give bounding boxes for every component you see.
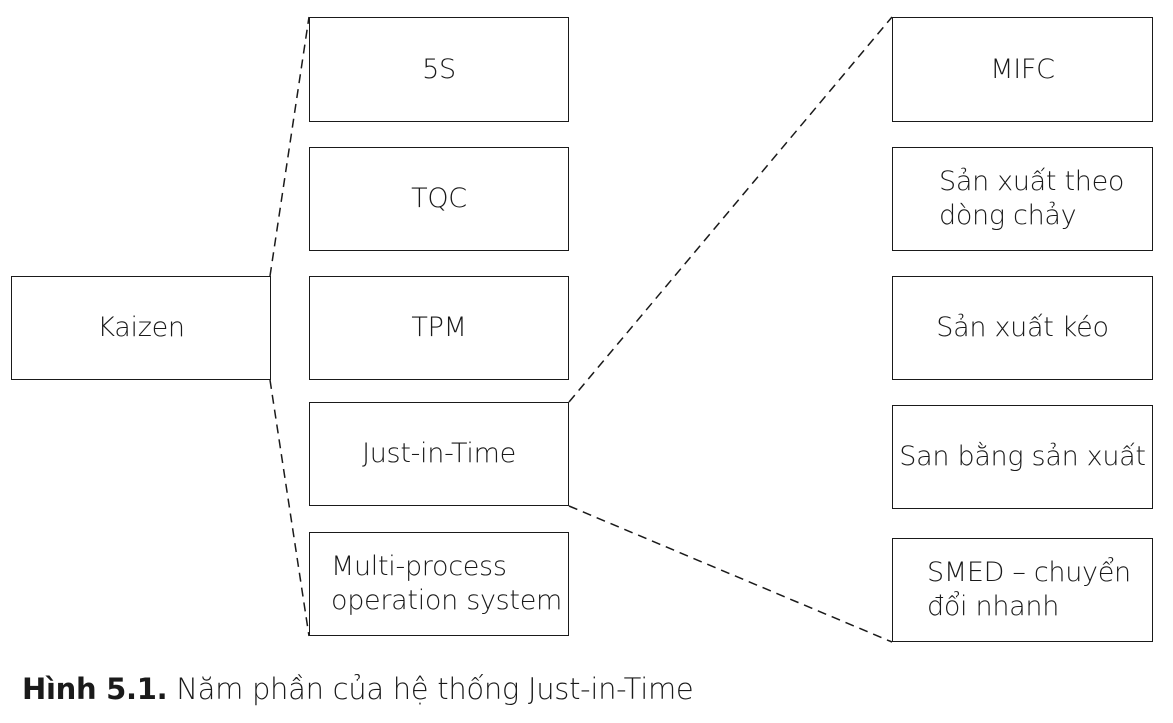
jit-detail-box-mifc: MIFC: [892, 17, 1153, 122]
connector-kaizen-to-bottom: [269, 379, 310, 637]
jit-detail-label-line-1: SMED – chuyển: [927, 557, 1131, 589]
component-box-tpm: TPM: [309, 276, 569, 380]
jit-detail-label-line-2: dòng chảy: [939, 200, 1077, 231]
jit-detail-box-leveling: San bằng sản xuất: [892, 405, 1153, 509]
jit-detail-label-group: SMED – chuyển đổi nhanh: [927, 556, 1131, 624]
connector-jit-to-top: [568, 16, 893, 403]
component-label: TPM: [411, 312, 467, 344]
component-label-group: Multi-process operation system: [331, 550, 562, 618]
jit-detail-label-line-2: đổi nhanh: [927, 591, 1060, 622]
jit-detail-label: San bằng sản xuất: [899, 441, 1146, 473]
component-label-line-1: Multi-process: [331, 551, 507, 583]
jit-detail-label-group: Sản xuất theo dòng chảy: [939, 165, 1124, 233]
figure-caption-label: Hình 5.1.: [22, 672, 168, 706]
jit-detail-label-line-1: Sản xuất theo: [939, 166, 1125, 198]
component-label: TQC: [411, 183, 467, 215]
kaizen-box: Kaizen: [11, 276, 271, 380]
component-box-tqc: TQC: [309, 147, 569, 251]
component-box-just-in-time: Just-in-Time: [309, 402, 569, 506]
jit-detail-label: Sản xuất kéo: [936, 312, 1109, 344]
component-label-line-2: operation system: [331, 585, 563, 616]
jit-detail-box-smed: SMED – chuyển đổi nhanh: [892, 538, 1153, 642]
component-label: Just-in-Time: [362, 438, 516, 470]
component-box-5s: 5S: [309, 17, 569, 122]
jit-detail-label: MIFC: [990, 53, 1055, 85]
figure-caption-text: Năm phần của hệ thống Just-in-Time: [176, 672, 694, 706]
component-box-multi-process: Multi-process operation system: [309, 532, 569, 636]
connector-kaizen-to-top: [269, 16, 310, 277]
connector-jit-to-bottom: [568, 505, 893, 643]
jit-detail-box-flow-production: Sản xuất theo dòng chảy: [892, 147, 1153, 251]
figure-caption: Hình 5.1. Năm phần của hệ thống Just-in-…: [22, 672, 694, 706]
jit-detail-box-pull-production: Sản xuất kéo: [892, 276, 1153, 380]
component-label: 5S: [422, 53, 456, 85]
kaizen-label: Kaizen: [97, 312, 185, 344]
